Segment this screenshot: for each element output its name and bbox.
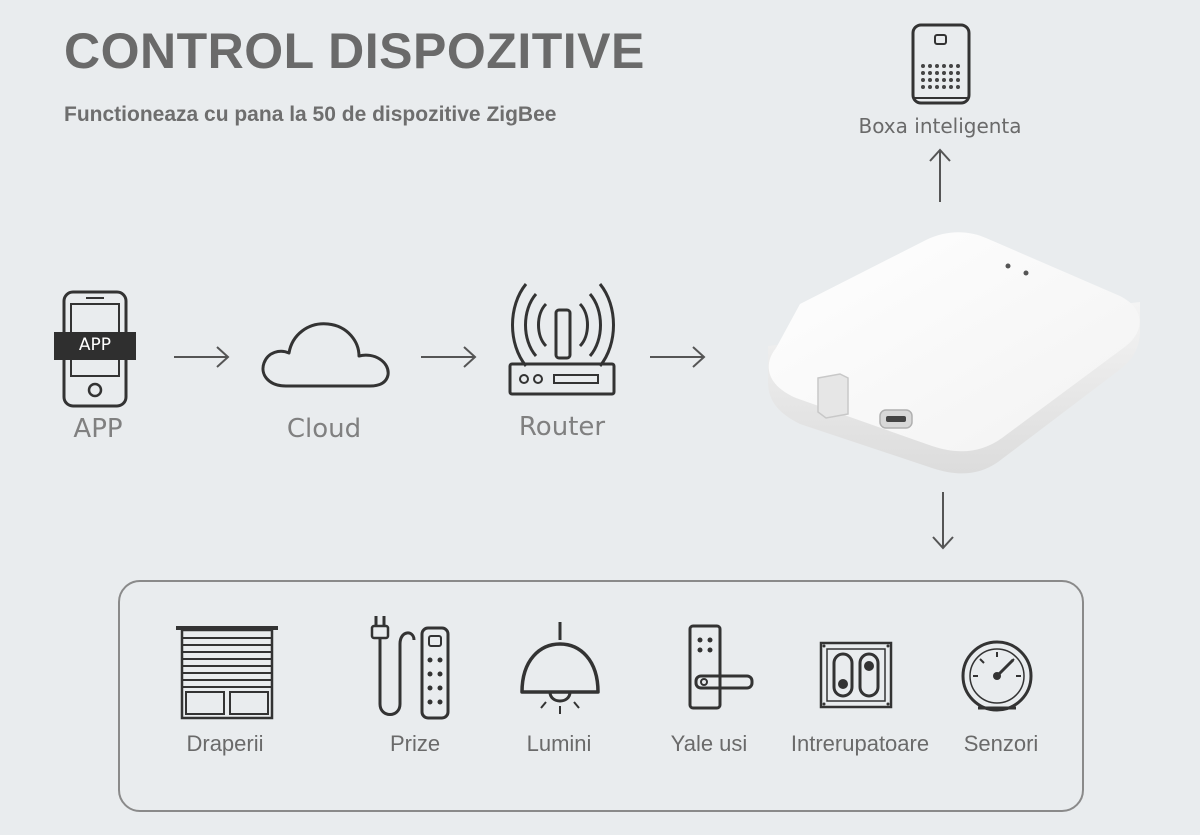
- gauge-sensor-icon: [961, 640, 1033, 712]
- cloud-icon: [261, 322, 390, 388]
- app-badge: APP: [78, 335, 112, 355]
- zigbee-hub-icon: [768, 232, 1140, 474]
- speaker-label: Boxa inteligenta: [858, 114, 1022, 138]
- app-label: APP: [73, 414, 123, 444]
- arrow-right-icon: [174, 346, 230, 368]
- devices-panel: [118, 580, 1084, 812]
- arrow-up-icon: [929, 148, 951, 202]
- device-label-draperii: Draperii: [186, 731, 264, 756]
- device-label-senzori: Senzori: [963, 731, 1039, 756]
- door-lock-icon: [688, 624, 754, 710]
- cloud-label: Cloud: [286, 414, 362, 444]
- page-title: CONTROL DISPOZITIVE: [64, 23, 645, 79]
- device-label-intrerupatoare: Intrerupatoare: [790, 731, 930, 756]
- router-icon: [508, 283, 616, 396]
- page-subtitle: Functioneaza cu pana la 50 de dispozitiv…: [64, 103, 557, 126]
- smart-speaker-icon: [911, 23, 971, 105]
- arrow-right-icon: [650, 346, 706, 368]
- wall-switch-icon: [819, 641, 893, 709]
- power-strip-icon: [370, 616, 450, 720]
- device-label-yale-usi: Yale usi: [670, 731, 748, 756]
- router-label: Router: [518, 412, 606, 442]
- device-label-prize: Prize: [389, 731, 441, 756]
- arrow-right-icon: [421, 346, 477, 368]
- ceiling-lamp-icon: [520, 622, 600, 714]
- phone-app-icon: [54, 290, 136, 408]
- blinds-icon: [176, 626, 278, 720]
- device-label-lumini: Lumini: [526, 731, 592, 756]
- arrow-down-icon: [932, 492, 954, 550]
